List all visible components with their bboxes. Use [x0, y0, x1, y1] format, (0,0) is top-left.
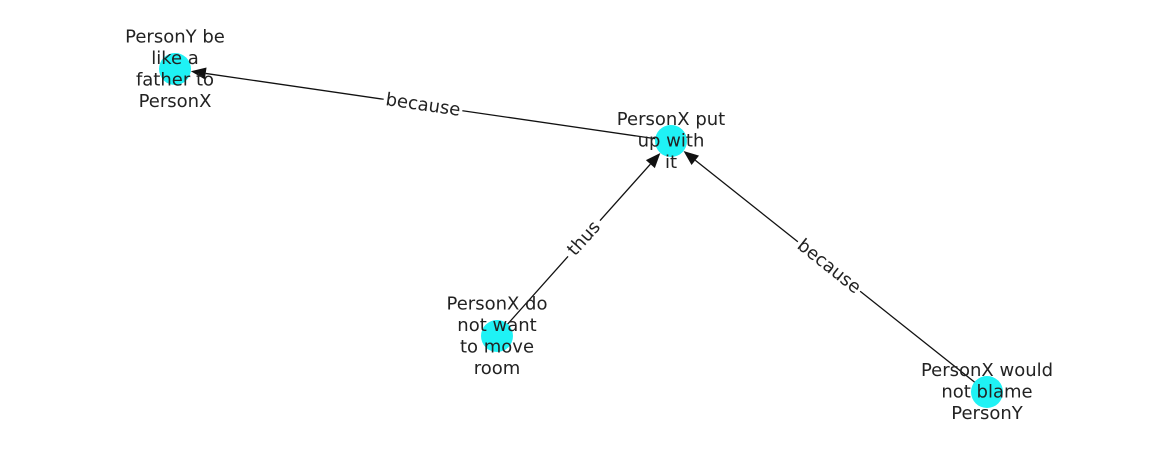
node-n3: [481, 320, 513, 352]
node-label-line: it: [665, 152, 677, 173]
arrow-head: [683, 150, 700, 165]
node-label-line: up with: [638, 131, 705, 152]
node-n2: [655, 125, 687, 157]
node-label-line: like a: [151, 48, 199, 69]
edge-label-because: because: [381, 87, 465, 123]
edge-label-background: [790, 232, 868, 301]
node-label-line: PersonX: [139, 91, 212, 112]
nodes-layer: [159, 53, 1003, 408]
edge-label-text: because: [793, 235, 865, 298]
node-label-line: PersonX do: [447, 293, 548, 314]
edge-label-thus: thus: [559, 212, 609, 265]
arrow-head: [190, 67, 207, 80]
node-label-line: not want: [457, 315, 536, 336]
node-label-line: PersonY: [951, 403, 1023, 424]
node-label-line: room: [474, 358, 521, 379]
arrow-head: [645, 152, 661, 169]
node-label-line: PersonY be: [125, 26, 225, 47]
node-n1: [159, 53, 191, 85]
node-label-line: to move: [460, 336, 534, 357]
edge-label-background: [381, 87, 465, 123]
edge-label-because: because: [790, 232, 868, 301]
node-label-line: PersonX would: [921, 360, 1053, 381]
edge-label-background: [559, 212, 609, 265]
node-label-line: father to: [136, 69, 214, 90]
node-label-line: PersonX put: [617, 109, 725, 130]
node-n4: [971, 376, 1003, 408]
node-label-line: not blame: [941, 382, 1032, 403]
